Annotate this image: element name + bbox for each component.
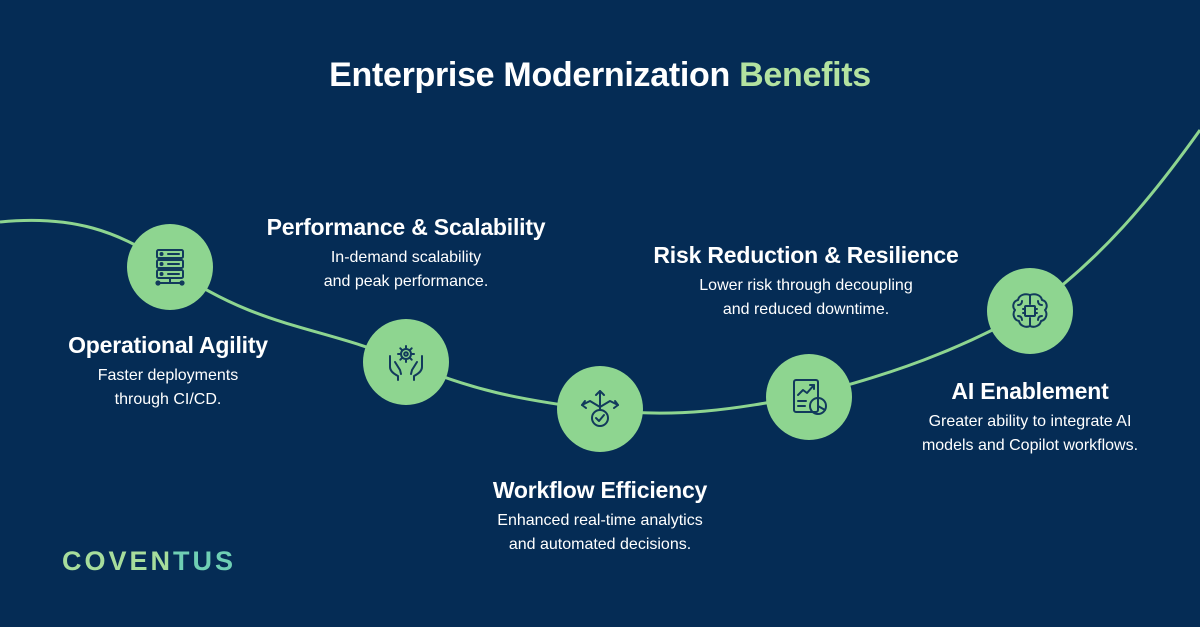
benefit-desc-line: and peak performance. <box>323 273 489 290</box>
title-accent: Benefits <box>739 56 871 94</box>
report-chart-icon <box>793 379 827 415</box>
benefit-desc-line: Enhanced real-time analytics <box>497 512 703 529</box>
benefit-description: Lower risk through decoupling and reduce… <box>626 274 986 322</box>
benefit-risk-reduction: Risk Reduction & Resilience Lower risk t… <box>626 240 986 322</box>
ai-brain-icon <box>1012 293 1048 328</box>
page-title: Enterprise Modernization Benefits <box>0 56 1200 95</box>
brand-logo: COVENTUS <box>62 546 236 577</box>
node-performance-scalability <box>363 319 449 405</box>
logo-part-2: TUS <box>173 546 237 576</box>
benefit-operational-agility: Operational Agility Faster deployments t… <box>28 330 308 412</box>
logo-part-1: COVEN <box>62 546 174 576</box>
benefit-desc-line: through CI/CD. <box>114 391 222 408</box>
benefit-ai-enablement: AI Enablement Greater ability to integra… <box>890 376 1170 458</box>
benefit-desc-line: Lower risk through decoupling <box>699 277 913 294</box>
benefit-title: Operational Agility <box>68 332 268 358</box>
arrows-check-icon <box>581 390 619 427</box>
benefit-desc-line: Greater ability to integrate AI <box>928 413 1132 430</box>
benefit-title: Workflow Efficiency <box>492 477 708 503</box>
benefit-description: Faster deployments through CI/CD. <box>28 364 308 412</box>
benefit-description: Greater ability to integrate AI models a… <box>890 410 1170 458</box>
node-ai-enablement <box>987 268 1073 354</box>
benefit-performance-scalability: Performance & Scalability In-demand scal… <box>236 212 576 294</box>
benefit-desc-line: In-demand scalability <box>330 249 482 266</box>
benefit-title: Risk Reduction & Resilience <box>653 242 959 268</box>
benefit-desc-line: and automated decisions. <box>508 536 692 553</box>
benefit-description: Enhanced real-time analytics and automat… <box>440 509 760 557</box>
benefit-workflow-efficiency: Workflow Efficiency Enhanced real-time a… <box>440 475 760 557</box>
server-rack-icon <box>155 249 185 286</box>
benefit-title: Performance & Scalability <box>266 214 546 240</box>
node-risk-reduction <box>766 354 852 440</box>
gear-hands-icon <box>389 345 423 381</box>
title-main: Enterprise Modernization <box>329 56 730 94</box>
node-workflow-efficiency <box>557 366 643 452</box>
benefit-desc-line: models and Copilot workflows. <box>921 437 1139 454</box>
benefit-desc-line: and reduced downtime. <box>722 301 890 318</box>
benefit-title: AI Enablement <box>951 378 1109 404</box>
benefit-desc-line: Faster deployments <box>97 367 239 384</box>
node-operational-agility <box>127 224 213 310</box>
benefit-description: In-demand scalability and peak performan… <box>236 246 576 294</box>
